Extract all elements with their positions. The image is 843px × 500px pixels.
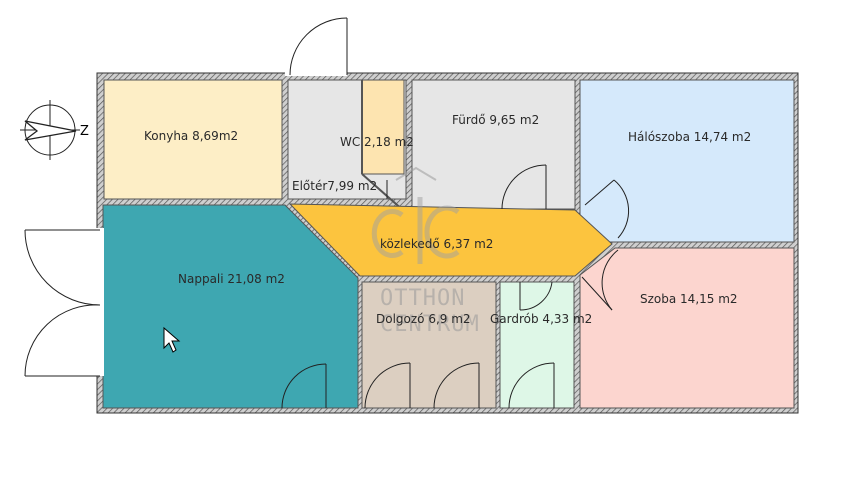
watermark-line2: CENTRUM: [380, 312, 480, 337]
label-furdo: Fürdő 9,65 m2: [452, 113, 539, 127]
room-dolgozo: [361, 281, 497, 409]
label-wc: WC 2,18 m2: [340, 135, 414, 149]
watermark-line1: OTTHON: [380, 286, 465, 311]
label-haloszoba: Hálószoba 14,74 m2: [628, 130, 751, 144]
label-nappali: Nappali 21,08 m2: [178, 272, 285, 286]
room-szoba: [579, 247, 795, 409]
room-gardrob: [499, 281, 575, 409]
watermark: OTTHON CENTRUM: [371, 166, 480, 337]
room-haloszoba: [579, 79, 795, 243]
label-konyha: Konyha 8,69m2: [144, 129, 238, 143]
room-furdo: [411, 79, 576, 210]
compass-label: Z: [80, 124, 89, 139]
room-konyha: [103, 79, 283, 200]
label-gardrob: Gardrób 4,33 m2: [490, 312, 592, 326]
label-eloter: Előtér7,99 m2: [292, 179, 377, 193]
compass-icon: Z: [20, 100, 89, 160]
room-wc: [361, 79, 405, 175]
label-kozlekedo: közlekedő 6,37 m2: [380, 237, 493, 251]
mouse-cursor-icon: [163, 326, 181, 353]
room-kozlekedo: [288, 203, 613, 277]
doors: [24, 17, 630, 409]
label-szoba: Szoba 14,15 m2: [640, 292, 738, 306]
label-dolgozo: Dolgozó 6,9 m2: [376, 312, 471, 326]
wc-wall-diagonal: [361, 173, 405, 212]
